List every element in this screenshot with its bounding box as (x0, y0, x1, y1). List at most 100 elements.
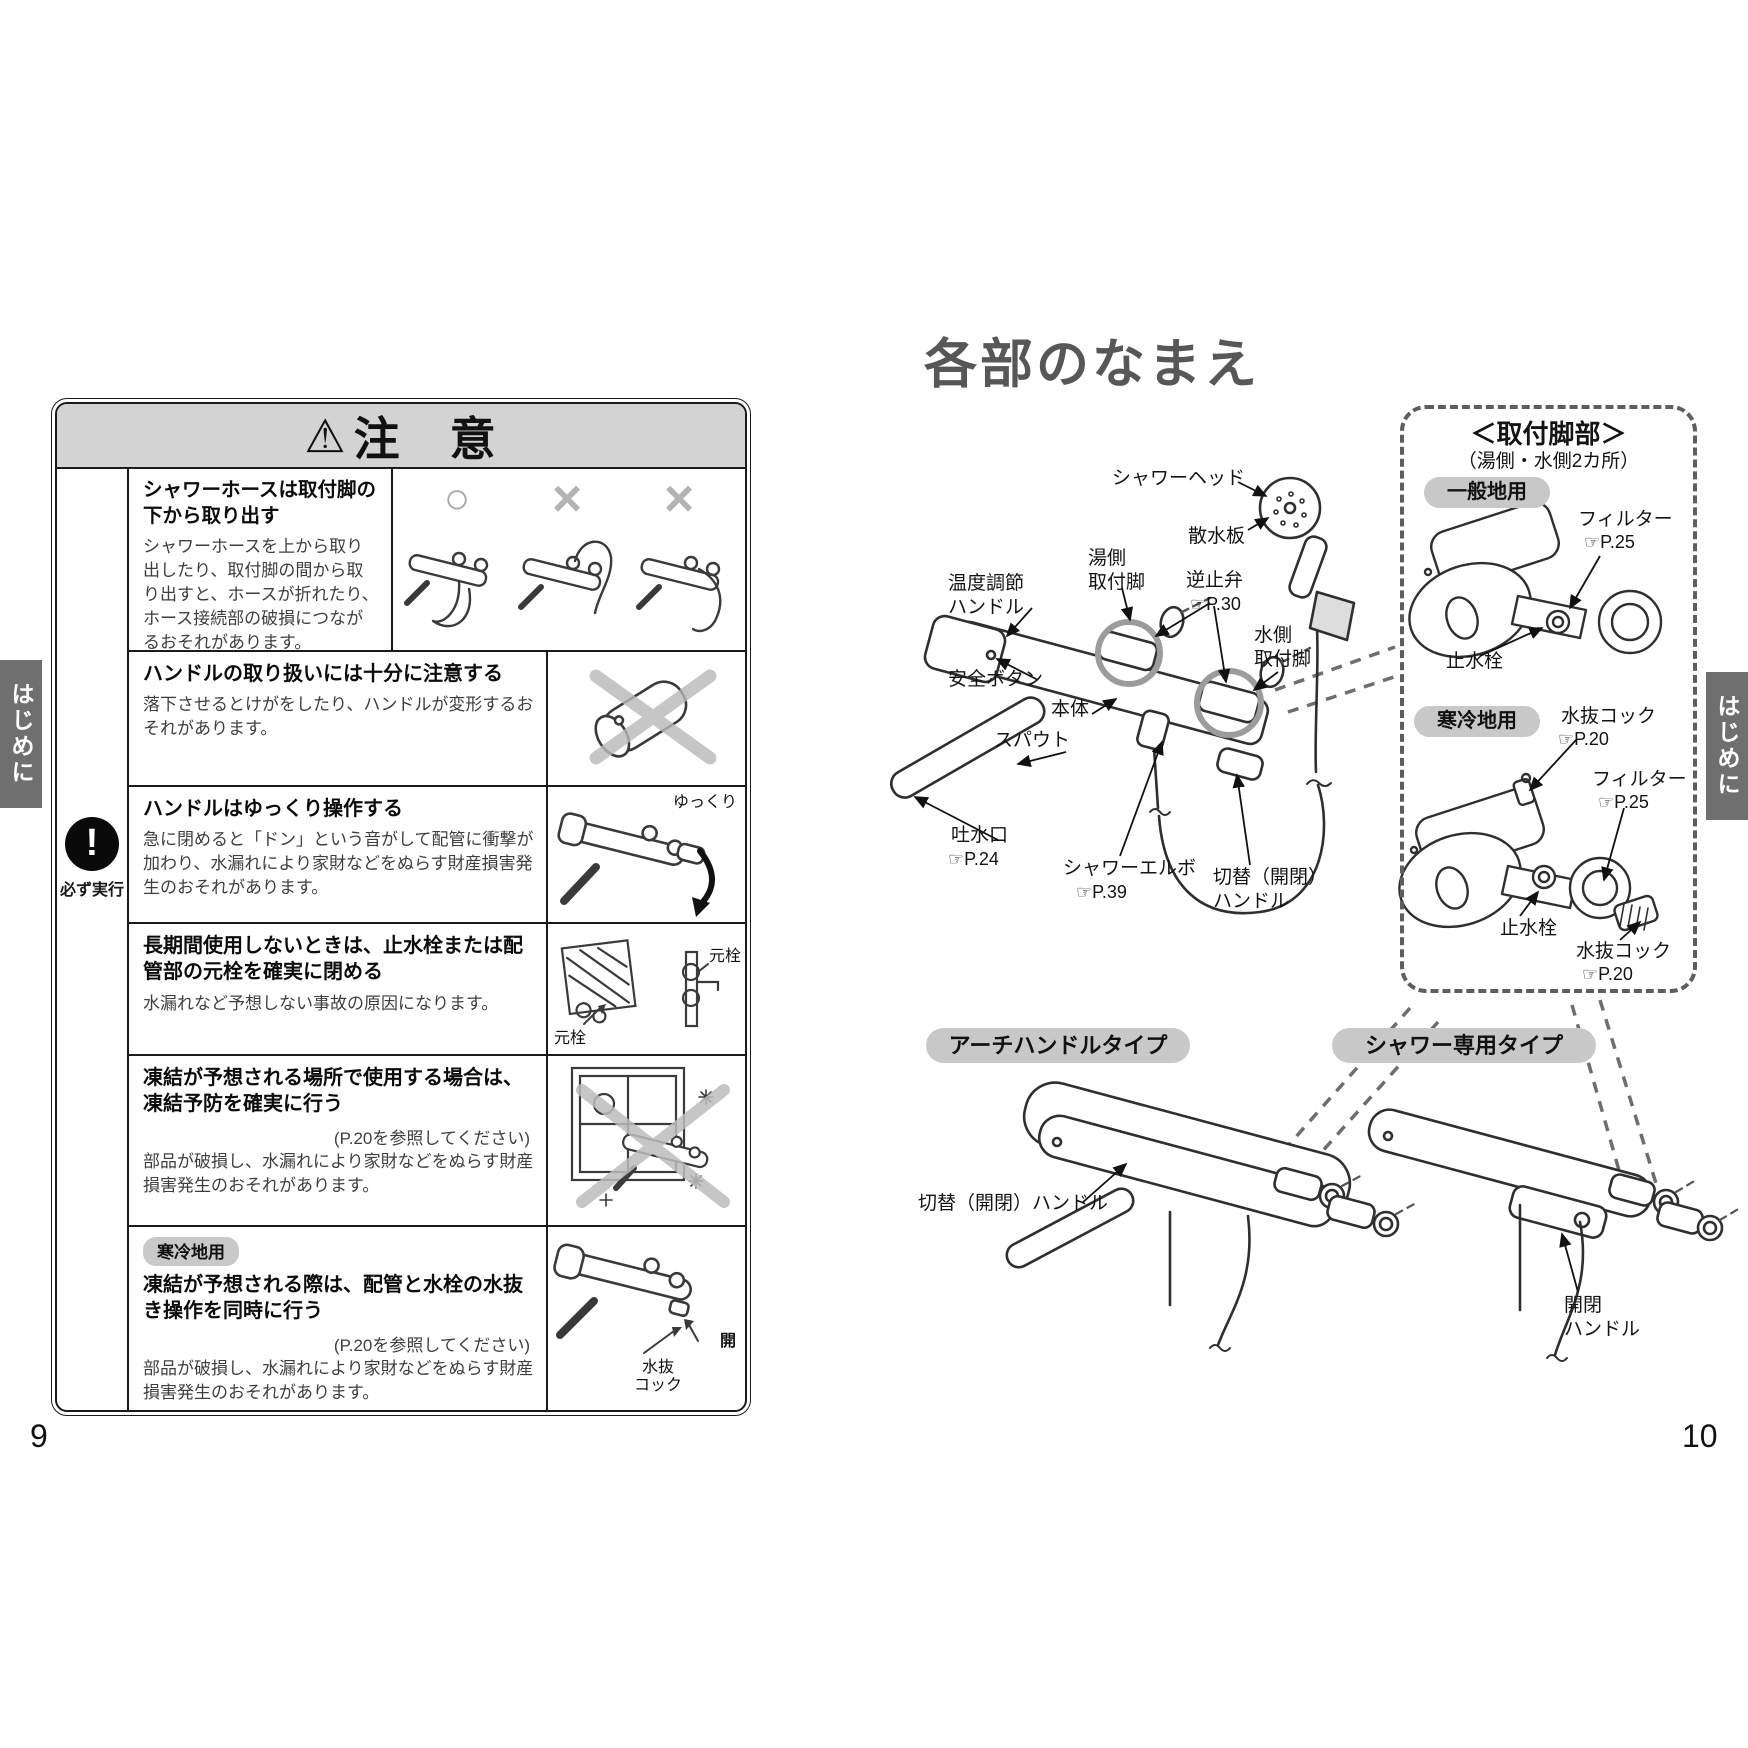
ng-cross-symbol: × (663, 470, 695, 528)
main-valve-label-right: 元栓 (708, 948, 741, 965)
drain-cock-label-line1: 水抜 (642, 1359, 675, 1376)
label-temperature-handle: 温度調節 ハンドル (948, 572, 1024, 620)
main-valve-sketch (560, 939, 720, 1028)
caution-body-text: 部品が破損し、水漏れにより家財などをぬらす財産損害発生のおそれがあります。 (143, 1358, 534, 1402)
ng-cross-symbol: × (551, 470, 583, 528)
caution-body-text: 水漏れなど予想しない事故の原因になります。 (143, 993, 499, 1013)
label-switch-handle-line1: 切替（開閉） (1213, 867, 1328, 888)
caution-body-text: 急に閉めると「ドン」という音がして配管に衝撃が加わり、水漏れにより家財などをぬら… (143, 830, 534, 897)
caution-heading: 凍結が予想される際は、配管と水栓の水抜き操作を同時に行う (143, 1274, 523, 1323)
label-cold-side-leg: 水側 取付脚 (1254, 624, 1311, 672)
page-number-right: 10 (1682, 1418, 1718, 1454)
caution-ref-note: (P.20を参照してください) (333, 1335, 530, 1355)
label-switch-handle: 切替（開閉） ハンドル (1213, 866, 1327, 914)
handle-drop-sketch (589, 669, 717, 765)
label-cold-side-leg-line2: 取付脚 (1254, 648, 1312, 670)
freeze-sketch (570, 1066, 730, 1208)
caution-heading: 長期間使用しないときは、止水栓または配管部の元栓を確実に閉める (143, 935, 523, 984)
warning-triangle-icon: ⚠ (304, 409, 346, 462)
caution-row-close-valve: 長期間使用しないときは、止水栓または配管部の元栓を確実に閉める 水漏れなど予想し… (129, 924, 745, 1056)
label-open-close-line2: ハンドル (1564, 1318, 1641, 1340)
label-temperature-handle-line1: 温度調節 (948, 573, 1025, 594)
page-title: 各部のなまえ (924, 335, 1260, 394)
label-shower-head: シャワーヘッド (1112, 468, 1246, 489)
caution-figure-drain: 水抜 コック 開 (546, 1227, 745, 1410)
ref-filter-cold: ☞P.25 (1598, 792, 1649, 812)
section-tab-right: はじめに (1706, 672, 1748, 820)
ref-drain-cock-top: ☞P.20 (1558, 729, 1609, 749)
slow-handle-sketch (557, 812, 715, 917)
caution-title: 注 意 (353, 412, 498, 465)
label-drain-cock-bottom: 水抜コック (1576, 941, 1672, 962)
caution-row-freeze-prevention: 凍結が予想される場所で使用する場合は、凍結予防を確実に行う (P.20を参照して… (129, 1056, 745, 1227)
cold-region-badge: 寒冷地用 (1414, 706, 1540, 737)
drain-cock-label-line2: コック (634, 1377, 683, 1395)
general-region-badge: 一般地用 (1424, 477, 1550, 508)
caution-body-text: シャワーホースを上から取り出したり、取付脚の間から取り出すと、ホースが折れたり、… (143, 537, 379, 652)
drain-cock-label: 水抜 コック (634, 1359, 682, 1396)
ref-check-valve: ☞P.30 (1190, 594, 1241, 614)
ref-outlet: ☞P.24 (948, 849, 999, 869)
caution-figure-hose: ○ × × (391, 469, 745, 650)
mandatory-column: ! 必ず実行 (57, 469, 129, 1410)
drain-cock-sketch (553, 1243, 699, 1354)
label-shower-elbow: シャワーエルボ (1063, 858, 1197, 879)
arch-handle-type-badge: アーチハンドルタイプ (926, 1028, 1190, 1063)
caution-row-slow-operation: ハンドルはゆっくり操作する 急に閉めると「ドン」という音がして配管に衝撃が加わり… (129, 787, 745, 924)
label-spray-plate: 散水板 (1188, 526, 1246, 547)
label-check-valve: 逆止弁 (1186, 570, 1244, 591)
label-hot-side-leg: 湯側 取付脚 (1088, 547, 1145, 595)
label-safety-button: 安全ボタン (948, 669, 1044, 690)
caution-heading: ハンドルはゆっくり操作する (143, 798, 403, 820)
caution-header: ⚠ 注 意 (57, 404, 745, 469)
caution-figure-freeze (546, 1056, 745, 1225)
label-drain-cock-top: 水抜コック (1561, 706, 1657, 727)
caution-figure-handle (546, 652, 745, 785)
label-open-close-line1: 開閉 (1564, 1295, 1603, 1316)
caution-figure-main-valve: 元栓 元栓 (546, 924, 745, 1054)
caution-heading: シャワーホースは取付脚の下から取り出す (143, 479, 377, 527)
ref-shower-elbow: ☞P.39 (1076, 882, 1127, 902)
label-stop-valve-cold: 止水栓 (1500, 918, 1558, 939)
mandatory-action-icon: ! 必ず実行 (57, 817, 127, 900)
caution-panel: ⚠ 注 意 ! 必ず実行 シャワーホースは取付脚の下から取り出す シャワーホース… (51, 398, 751, 1416)
caution-row-hose: シャワーホースは取付脚の下から取り出す シャワーホースを上から取り出したり、取付… (129, 469, 745, 652)
label-spout: スパウト (994, 730, 1071, 751)
detail-box-subtitle: （湯側・水側2カ所） (1457, 451, 1640, 472)
section-tab-left: はじめに (0, 660, 42, 808)
label-open-close-handle: 開閉 ハンドル (1564, 1294, 1640, 1342)
ok-circle-symbol: ○ (443, 474, 471, 523)
open-label: 開 (720, 1333, 737, 1350)
label-filter: フィルター (1578, 509, 1673, 530)
mounting-leg-detail-box (1400, 405, 1697, 993)
caution-heading: 凍結が予想される場所で使用する場合は、凍結予防を確実に行う (143, 1067, 523, 1116)
label-outlet: 吐水口 (951, 825, 1009, 846)
caution-ref-note: (P.20を参照してください) (333, 1128, 530, 1148)
label-filter-cold: フィルター (1592, 769, 1687, 790)
main-valve-label-left: 元栓 (554, 1029, 587, 1047)
label-hot-side-leg-line2: 取付脚 (1088, 571, 1146, 593)
detail-box-title: ＜取付脚部＞ (1470, 419, 1627, 449)
caution-body-text: 部品が破損し、水漏れにより家財などをぬらす財産損害発生のおそれがあります。 (143, 1151, 534, 1195)
exclamation-circle-icon: ! (65, 817, 119, 871)
label-stop-valve: 止水栓 (1446, 651, 1504, 672)
caution-body-text: 落下させるとけがをしたり、ハンドルが変形するおそれがあります。 (143, 695, 534, 739)
mandatory-label: 必ず実行 (59, 882, 124, 899)
label-switch-handle-line2: ハンドル (1213, 890, 1290, 912)
caution-figure-slow: ゆっくり (546, 787, 745, 922)
ref-filter: ☞P.25 (1584, 532, 1635, 552)
label-temperature-handle-line2: ハンドル (948, 596, 1025, 618)
label-hot-side-leg-line1: 湯側 (1088, 548, 1127, 569)
slow-label: ゆっくり (672, 794, 737, 811)
caution-row-handle-care: ハンドルの取り扱いには十分に注意する 落下させるとけがをしたり、ハンドルが変形す… (129, 652, 745, 787)
caution-heading: ハンドルの取り扱いには十分に注意する (143, 663, 503, 685)
label-cold-side-leg-line1: 水側 (1254, 625, 1293, 646)
caution-row-drain: 寒冷地用 凍結が予想される際は、配管と水栓の水抜き操作を同時に行う (P.20を… (129, 1227, 745, 1410)
label-body: 本体 (1051, 699, 1090, 720)
faucet-hose-sketches (404, 540, 722, 633)
label-switch-handle-arch: 切替（開閉）ハンドル (918, 1193, 1109, 1214)
page-number-left: 9 (30, 1418, 48, 1454)
shower-only-type-badge: シャワー専用タイプ (1332, 1028, 1596, 1063)
ref-drain-cock-bottom: ☞P.20 (1582, 964, 1633, 984)
